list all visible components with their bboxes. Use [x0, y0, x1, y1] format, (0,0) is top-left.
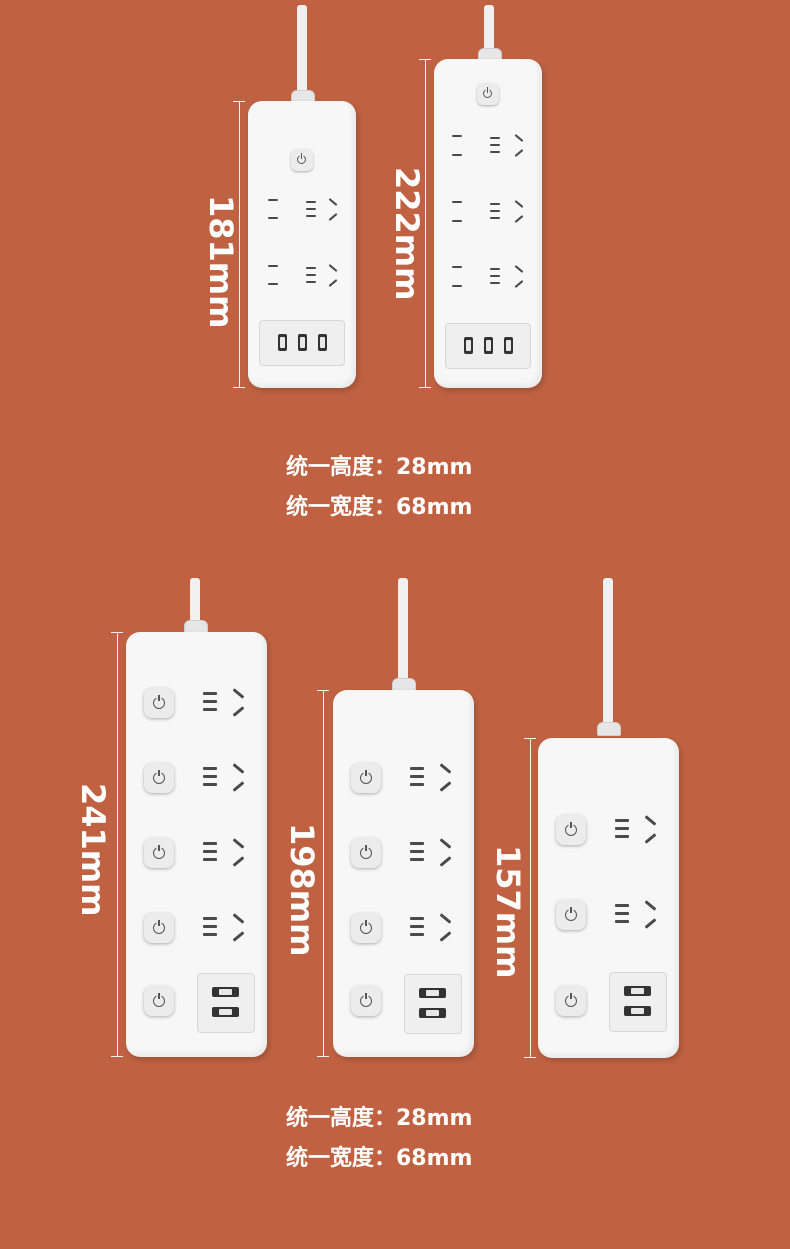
uniform-height-caption: 统一高度：28mm — [286, 1106, 473, 1131]
outlet-slot — [328, 279, 338, 287]
outlet-slot — [268, 217, 278, 219]
power-icon — [360, 920, 372, 934]
length-label: 198mm — [283, 823, 321, 957]
outlet-slot — [306, 274, 316, 276]
power-icon — [483, 87, 492, 98]
length-label: 241mm — [74, 783, 112, 917]
power-switch[interactable] — [477, 83, 499, 105]
dimension-tick — [317, 1056, 329, 1057]
usb-port[interactable] — [419, 988, 446, 998]
dimension-tick — [233, 387, 245, 388]
power-icon — [153, 845, 165, 859]
power-switch[interactable] — [351, 986, 381, 1016]
outlet-slot — [306, 215, 316, 217]
dimension-tick — [111, 632, 123, 633]
power-switch[interactable] — [144, 763, 174, 793]
strip-body — [126, 632, 267, 1057]
power-switch[interactable] — [291, 149, 313, 171]
dimension-line — [530, 738, 531, 1058]
usb-port[interactable] — [624, 986, 651, 996]
power-icon — [297, 153, 306, 164]
power-switch[interactable] — [144, 838, 174, 868]
uniform-width-caption: 统一宽度：68mm — [286, 1146, 473, 1171]
usb-panel — [445, 323, 531, 369]
usb-port[interactable] — [278, 334, 287, 351]
power-switch[interactable] — [144, 913, 174, 943]
usb-panel — [259, 320, 345, 366]
power-icon — [565, 907, 577, 921]
power-cord — [297, 5, 307, 95]
outlet-slot — [328, 198, 338, 206]
power-cord — [398, 578, 408, 684]
length-label: 222mm — [388, 167, 426, 301]
strip-body — [333, 690, 474, 1057]
usb-panel — [197, 973, 255, 1033]
power-switch[interactable] — [144, 986, 174, 1016]
dimension-tick — [419, 387, 431, 388]
outlet-slot — [268, 283, 278, 285]
dimension-tick — [419, 59, 431, 60]
strip-body — [248, 101, 356, 388]
outlet-slot — [268, 199, 278, 201]
outlet-slot — [268, 265, 278, 267]
power-switch[interactable] — [556, 986, 586, 1016]
length-label: 157mm — [489, 845, 527, 979]
power-icon — [360, 770, 372, 784]
dimension-line — [425, 59, 426, 388]
usb-port[interactable] — [504, 337, 513, 354]
usb-port[interactable] — [624, 1006, 651, 1016]
usb-port[interactable] — [298, 334, 307, 351]
power-icon — [153, 770, 165, 784]
outlet-slot — [306, 208, 316, 210]
power-switch[interactable] — [351, 913, 381, 943]
outlet-slot — [306, 201, 316, 203]
usb-port[interactable] — [212, 1007, 239, 1017]
usb-panel — [404, 974, 462, 1034]
cord-strain-relief — [597, 722, 621, 736]
length-label: 181mm — [202, 195, 240, 329]
power-cord — [190, 578, 200, 628]
outlet-slot — [328, 264, 338, 272]
uniform-height-caption: 统一高度：28mm — [286, 455, 473, 480]
power-switch[interactable] — [351, 763, 381, 793]
dimension-line — [323, 690, 324, 1057]
usb-port[interactable] — [419, 1008, 446, 1018]
power-icon — [153, 920, 165, 934]
power-switch[interactable] — [556, 815, 586, 845]
usb-port[interactable] — [464, 337, 473, 354]
usb-port[interactable] — [212, 987, 239, 997]
dimension-tick — [111, 1056, 123, 1057]
outlet-slot — [328, 213, 338, 221]
power-icon — [153, 695, 165, 709]
power-icon — [153, 993, 165, 1007]
power-icon — [565, 822, 577, 836]
dimension-line — [117, 632, 118, 1057]
power-icon — [565, 993, 577, 1007]
usb-port[interactable] — [318, 334, 327, 351]
usb-port[interactable] — [484, 337, 493, 354]
dimension-tick — [317, 690, 329, 691]
strip-body — [434, 59, 542, 388]
usb-panel — [609, 972, 667, 1032]
power-switch[interactable] — [556, 900, 586, 930]
power-switch[interactable] — [144, 688, 174, 718]
uniform-width-caption: 统一宽度：68mm — [286, 495, 473, 520]
dimension-line — [239, 101, 240, 388]
power-icon — [360, 993, 372, 1007]
power-switch[interactable] — [351, 838, 381, 868]
dimension-tick — [524, 1057, 536, 1058]
outlet-slot — [306, 281, 316, 283]
power-cord — [484, 5, 494, 55]
strip-body — [538, 738, 679, 1058]
power-cord — [603, 578, 613, 726]
outlet-slot — [306, 267, 316, 269]
dimension-tick — [524, 738, 536, 739]
dimension-tick — [233, 101, 245, 102]
power-icon — [360, 845, 372, 859]
